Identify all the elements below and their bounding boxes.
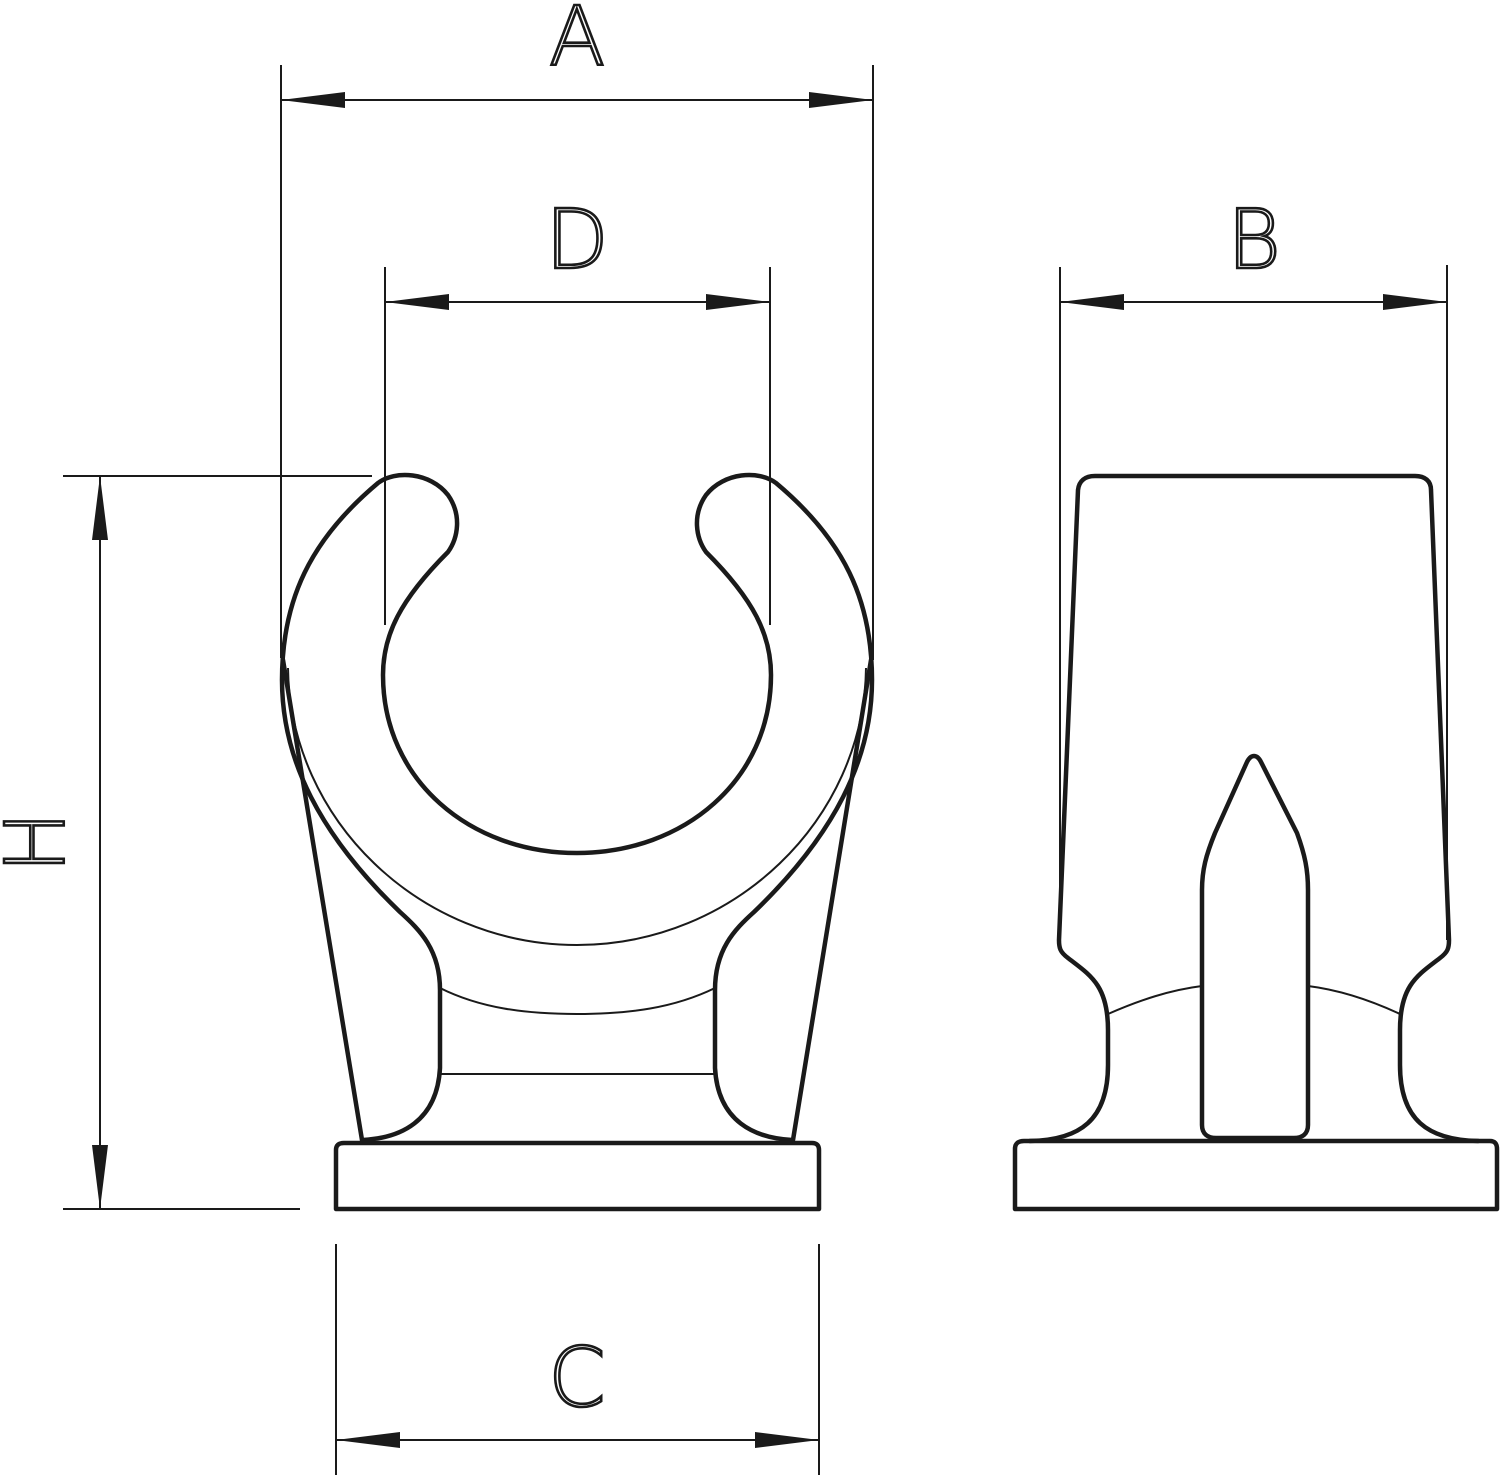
dimension-h: H bbox=[0, 475, 372, 1210]
front-view bbox=[279, 472, 875, 1212]
label-b: B bbox=[1227, 193, 1281, 288]
side-base-plate bbox=[1012, 1138, 1500, 1212]
side-pin bbox=[1199, 753, 1311, 1141]
front-clip-outer bbox=[279, 472, 875, 1143]
label-h: H bbox=[0, 811, 84, 873]
side-body bbox=[1027, 473, 1481, 1144]
dimension-d: D bbox=[384, 192, 771, 625]
side-view bbox=[1012, 473, 1500, 1212]
label-a: A bbox=[549, 0, 605, 85]
label-c: C bbox=[548, 1331, 605, 1426]
dimension-c: C bbox=[335, 1244, 820, 1475]
dimension-b: B bbox=[1059, 192, 1448, 940]
dimension-a: A bbox=[280, 0, 874, 660]
label-d: D bbox=[545, 193, 608, 288]
front-base-plate bbox=[333, 1140, 822, 1212]
